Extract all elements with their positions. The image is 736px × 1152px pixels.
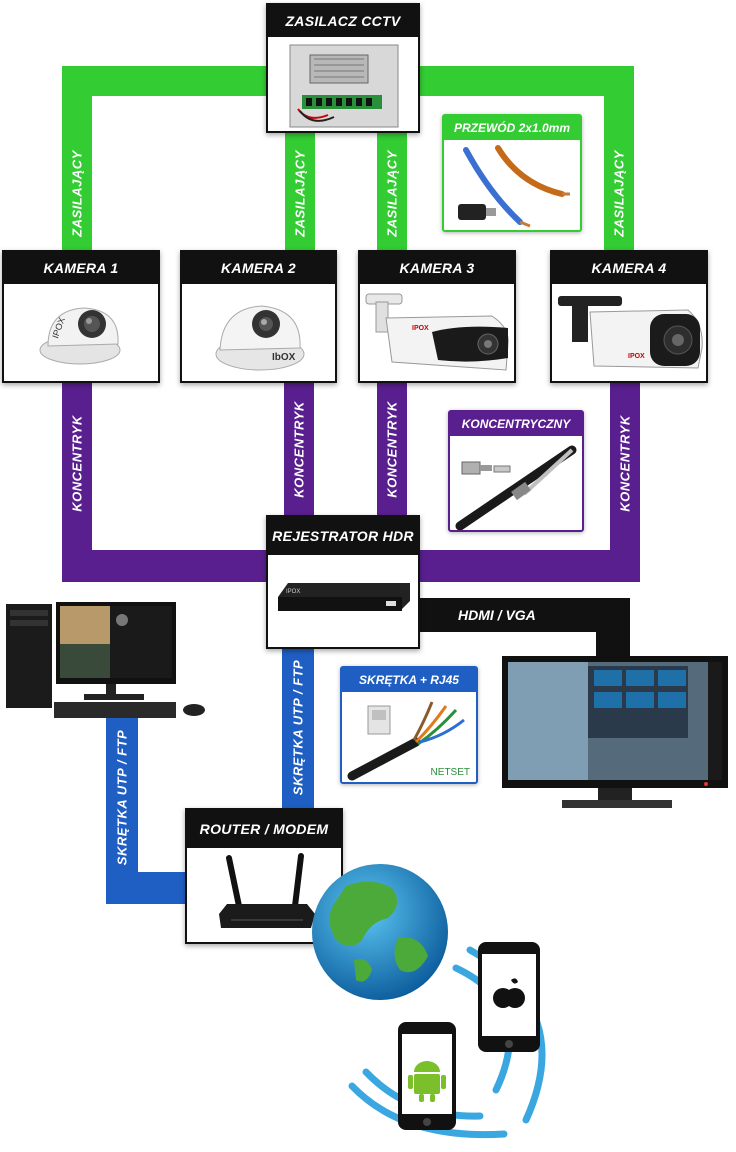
ibox-logo: IbOX — [272, 352, 296, 363]
computer-icon — [6, 602, 205, 718]
coax-label-cam2: KONCENTRYK — [291, 401, 307, 498]
utp-lines — [106, 648, 314, 904]
twisted-pair-inset: SKRĘTKA + RJ45 NETSET — [340, 666, 478, 784]
power-label-cam2: ZASILAJĄCY — [292, 150, 308, 237]
apple-icon — [493, 978, 525, 1008]
camera3-node: KAMERA 3 IPOX — [358, 250, 516, 383]
hdmi-label: HDMI / VGA — [458, 607, 536, 623]
power-label-left: ZASILAJĄCY — [69, 150, 85, 237]
coax-inset-title: KONCENTRYCZNY — [450, 412, 582, 436]
ipox-logo: IPOX — [628, 353, 645, 360]
camera1-node: KAMERA 1 IPOX — [2, 250, 160, 383]
coax-inset: KONCENTRYCZNY — [448, 410, 584, 532]
utp-label-recorder: SKRĘTKA UTP / FTP — [290, 659, 306, 796]
twisted-pair-title: SKRĘTKA + RJ45 — [342, 668, 476, 692]
ipox-logo: IPOX — [412, 325, 429, 332]
coax-label-cam4: KONCENTRYK — [617, 415, 633, 512]
iphone-icon — [478, 942, 540, 1052]
twisted-pair-icon — [347, 701, 465, 781]
coax-label-cam3: KONCENTRYK — [384, 401, 400, 498]
camera3-title: KAMERA 3 — [360, 252, 514, 284]
power-wire-title: PRZEWÓD 2x1.0mm — [444, 116, 580, 140]
power-lines — [62, 66, 634, 252]
bullet-camera-icon: IPOX — [365, 293, 509, 371]
power-supply-node: ZASILACZ CCTV — [266, 3, 420, 133]
dome-camera-icon: IPOX — [39, 307, 121, 365]
camera4-node: KAMERA 4 IPOX — [550, 250, 708, 383]
recorder-title: REJESTRATOR HDR — [268, 517, 418, 555]
power-supply-icon — [289, 44, 399, 128]
camera1-title: KAMERA 1 — [4, 252, 158, 284]
camera4-title: KAMERA 4 — [552, 252, 706, 284]
coax-cable-icon — [455, 445, 577, 530]
power-supply-title: ZASILACZ CCTV — [268, 5, 418, 37]
power-label-cam3: ZASILAJĄCY — [384, 150, 400, 237]
dvr-icon: IPOX — [278, 583, 410, 611]
internet-globe-icon — [312, 864, 448, 1000]
dome-camera-icon: IbOX — [215, 305, 305, 371]
coax-lines — [62, 382, 640, 582]
router-title: ROUTER / MODEM — [187, 810, 341, 848]
monitor-icon — [502, 656, 728, 808]
utp-label-pc: SKRĘTKA UTP / FTP — [114, 729, 130, 866]
ipox-logo: IPOX — [286, 589, 300, 595]
power-wire-icon — [458, 145, 570, 228]
hdmi-line — [414, 598, 630, 660]
android-phone-icon — [398, 1022, 456, 1130]
android-icon — [408, 1061, 446, 1102]
router-icon — [219, 853, 315, 928]
camera2-title: KAMERA 2 — [182, 252, 335, 284]
coax-label-cam1: KONCENTRYK — [69, 415, 85, 512]
power-wire-inset: PRZEWÓD 2x1.0mm — [442, 114, 582, 232]
bullet-camera-icon: IPOX — [558, 296, 703, 369]
camera2-node: KAMERA 2 IbOX — [180, 250, 337, 383]
power-label-right: ZASILAJĄCY — [611, 150, 627, 237]
recorder-node: REJESTRATOR HDR IPOX — [266, 515, 420, 649]
netset-logo: NETSET — [430, 767, 470, 778]
